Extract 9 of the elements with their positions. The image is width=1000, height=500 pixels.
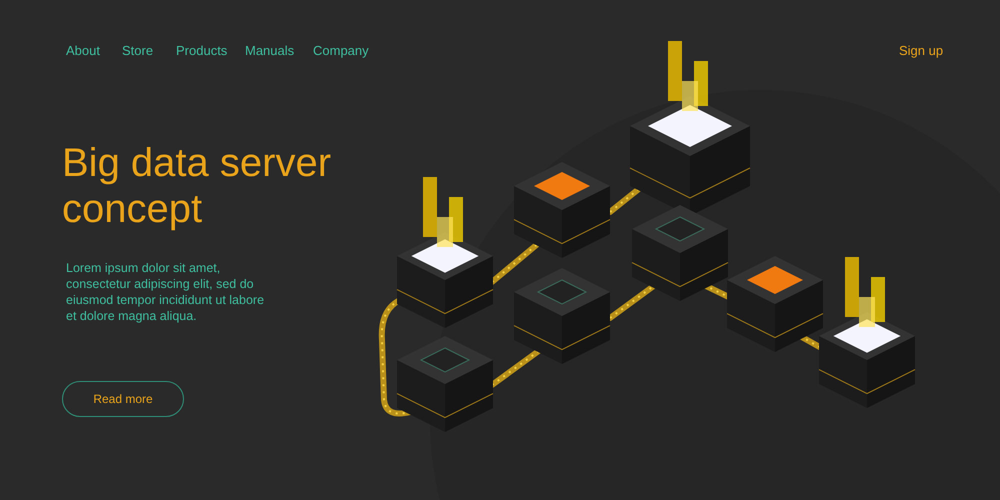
nav-link: Manuals [245,43,294,58]
body-text: Lorem ipsum dolor sit amet, consectetur adipiscing elit, sed do eiusmod tempor incididunt ut labore et dolore magna aliqua. [66,260,266,324]
nav-link: Store [122,43,154,58]
sign-up-link: Sign up [899,43,944,58]
headline: Big data server concept [62,140,332,232]
nav-link: Company [313,43,369,58]
nav-link: About [66,43,100,58]
nav-link: Products [176,43,228,58]
read-more-button: Read more [62,381,184,417]
